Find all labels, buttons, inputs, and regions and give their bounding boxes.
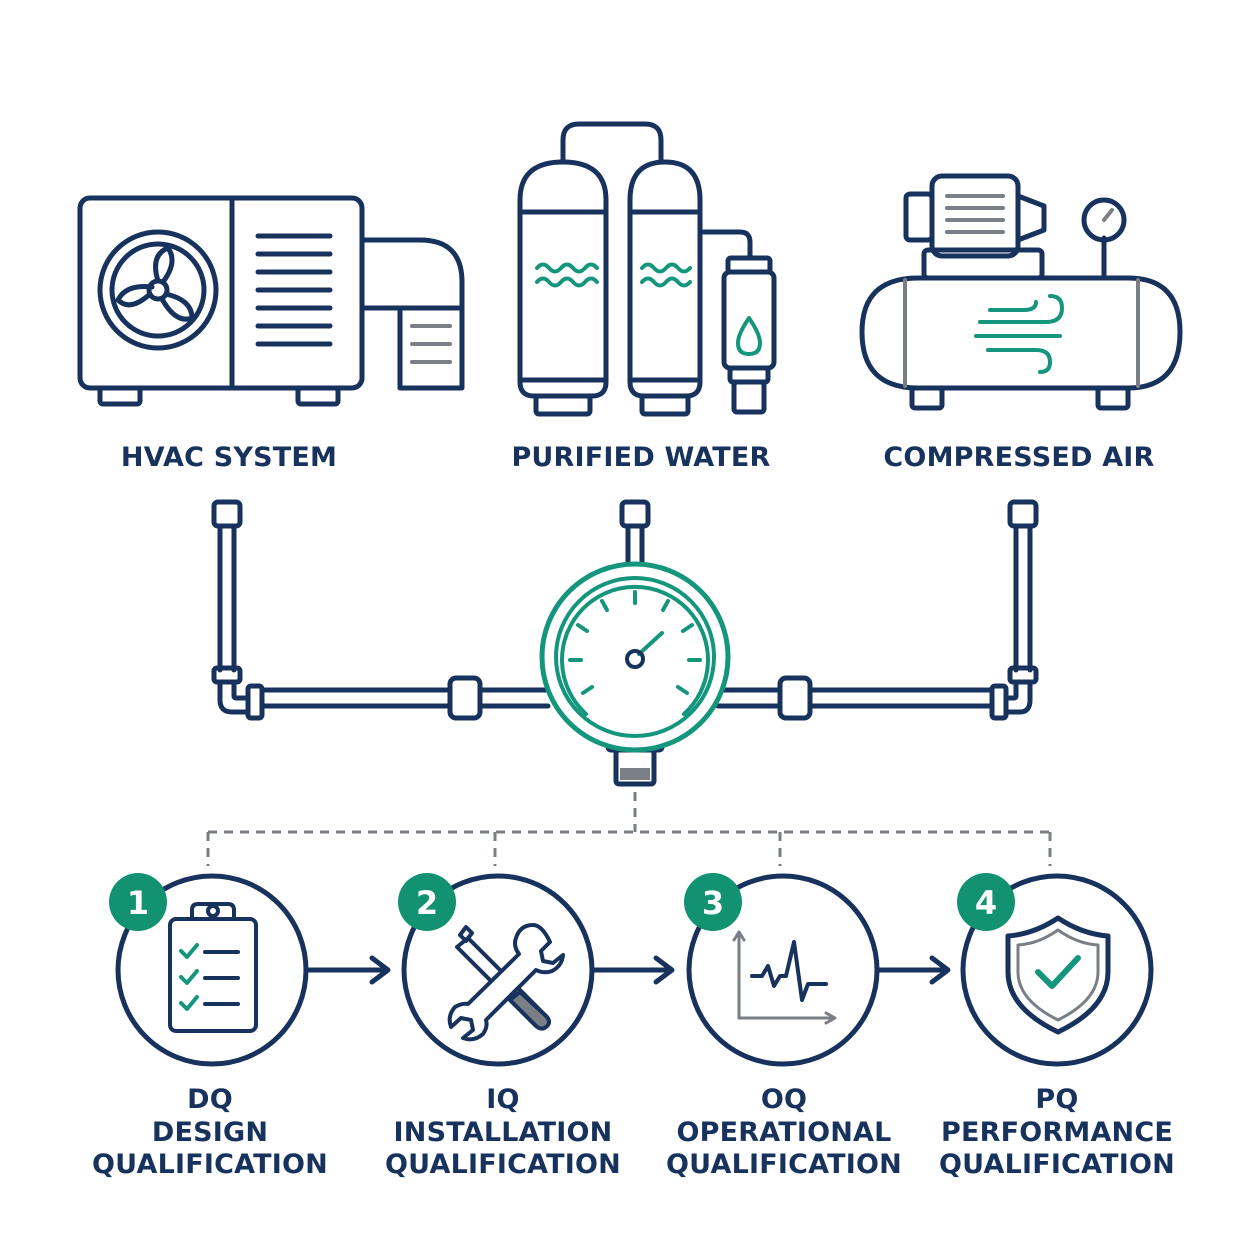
air-compressor-icon xyxy=(859,173,1183,411)
stage-badge-1: 1 xyxy=(109,873,167,931)
stage-label-dq: DQ DESIGN QUALIFICATION xyxy=(92,1084,328,1180)
stage-title: INSTALLATION xyxy=(394,1117,613,1148)
pressure-gauge-icon xyxy=(539,561,731,753)
stage-title: OPERATIONAL xyxy=(676,1117,891,1148)
stage-label-iq: IQ INSTALLATION QUALIFICATION xyxy=(385,1084,621,1180)
stage-title: DESIGN xyxy=(152,1117,268,1148)
checklist-clipboard-icon xyxy=(168,902,258,1033)
stage-subtitle: QUALIFICATION xyxy=(939,1149,1175,1180)
svg-text:2: 2 xyxy=(416,884,438,922)
stage-badge-3: 3 xyxy=(684,873,742,931)
system-label-purified-water: PURIFIED WATER xyxy=(511,442,770,473)
hvac-unit-icon xyxy=(77,195,465,407)
shield-check-icon xyxy=(1005,915,1111,1035)
gauge-stem-fill xyxy=(620,768,650,780)
stage-code: IQ xyxy=(486,1084,519,1115)
stage-badge-4: 4 xyxy=(957,873,1015,931)
stage-badge-2: 2 xyxy=(398,873,456,931)
system-label-compressed-air: COMPRESSED AIR xyxy=(883,442,1154,473)
stage-title: PERFORMANCE xyxy=(941,1117,1173,1148)
stage-subtitle: QUALIFICATION xyxy=(666,1149,902,1180)
stage-subtitle: QUALIFICATION xyxy=(385,1149,621,1180)
signal-graph-icon xyxy=(732,930,837,1025)
stage-code: OQ xyxy=(761,1084,807,1115)
svg-text:3: 3 xyxy=(702,884,724,922)
airflow-icon xyxy=(974,294,1064,374)
water-wave-icon xyxy=(535,262,762,356)
wrench-screwdriver-icon xyxy=(447,923,565,1042)
compressor-detail xyxy=(903,194,1140,388)
stage-label-oq: OQ OPERATIONAL QUALIFICATION xyxy=(666,1084,902,1180)
svg-text:1: 1 xyxy=(127,884,149,922)
stage-label-pq: PQ PERFORMANCE QUALIFICATION xyxy=(939,1084,1175,1180)
water-purification-icon xyxy=(517,121,777,417)
svg-text:4: 4 xyxy=(975,884,997,922)
dashed-connector xyxy=(206,792,1052,866)
stage-code: DQ xyxy=(187,1084,233,1115)
flow-arrow xyxy=(305,955,951,985)
stage-subtitle: QUALIFICATION xyxy=(92,1149,328,1180)
system-label-hvac: HVAC SYSTEM xyxy=(121,442,337,473)
stage-code: PQ xyxy=(1035,1084,1078,1115)
